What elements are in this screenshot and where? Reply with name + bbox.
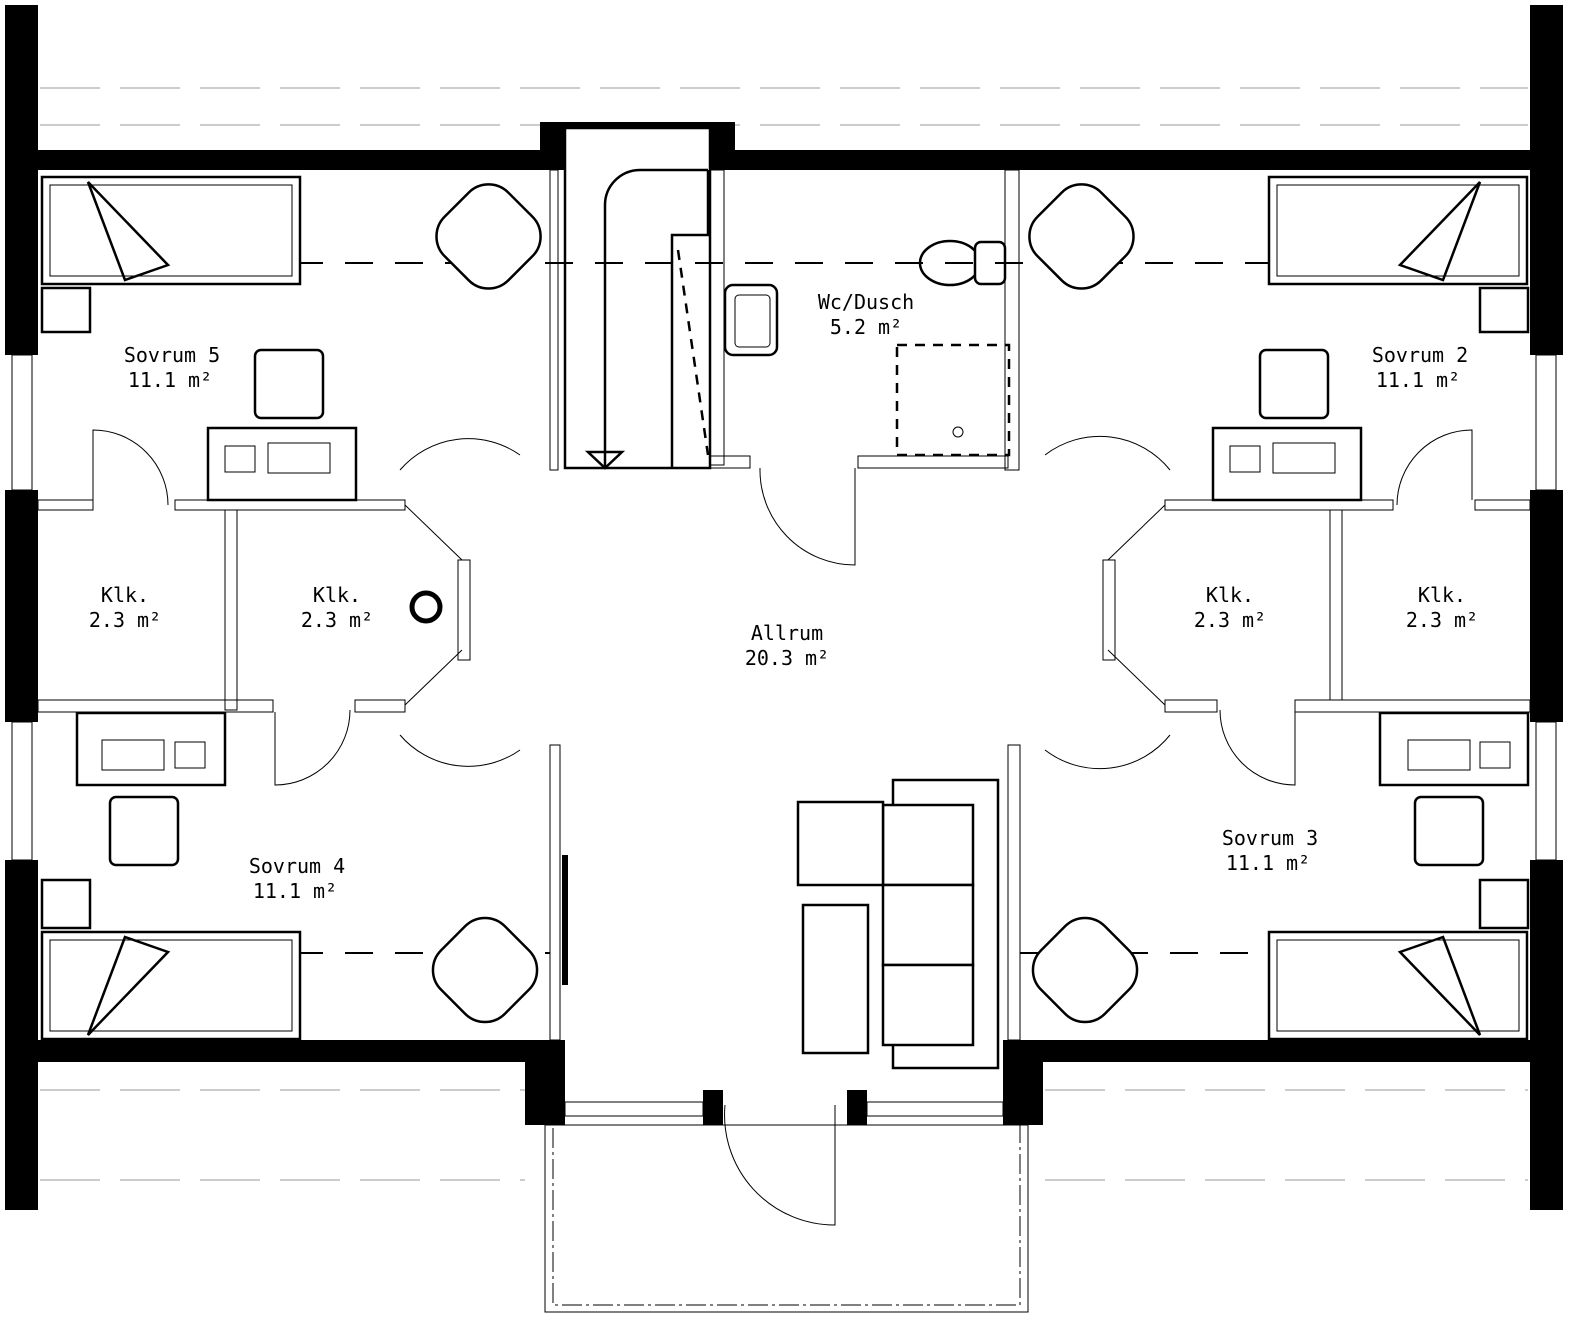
desk-icon — [206, 426, 358, 502]
desk-icon — [75, 711, 227, 787]
bathroom-fixtures — [723, 239, 1011, 457]
interior-walls — [37, 169, 1531, 1041]
room-name: Klk. — [1418, 583, 1466, 607]
room-name: Sovrum 2 — [1372, 343, 1468, 367]
room-area: 20.3 m² — [745, 646, 829, 670]
armchair-icon — [796, 800, 885, 887]
room-name: Sovrum 5 — [124, 343, 220, 367]
exterior-walls — [5, 5, 1563, 1210]
room-area: 2.3 m² — [89, 608, 161, 632]
armchair-icon — [1031, 916, 1139, 1024]
staircase — [563, 126, 712, 470]
desk-icon — [1378, 711, 1530, 787]
chair-icon — [253, 348, 325, 420]
bed-icon — [40, 175, 302, 286]
armchair-icon — [1028, 183, 1135, 290]
shower-icon — [952, 426, 964, 438]
room-name: Sovrum 4 — [249, 854, 345, 878]
bed-icon — [1267, 175, 1529, 286]
coffee-table-icon — [801, 903, 870, 1055]
sofa-group — [796, 778, 1000, 1070]
room-area: 5.2 m² — [830, 315, 902, 339]
room-area: 11.1 m² — [253, 879, 337, 903]
chimney-icon — [409, 590, 443, 624]
armchair-icon — [435, 183, 542, 290]
room-name: Klk. — [1206, 583, 1254, 607]
room-area: 11.1 m² — [128, 368, 212, 392]
room-name: Klk. — [101, 583, 149, 607]
room-name: Wc/Dusch — [818, 290, 914, 314]
room-area: 11.1 m² — [1226, 851, 1310, 875]
room-name: Klk. — [313, 583, 361, 607]
chair-icon — [108, 795, 180, 867]
armchair-icon — [431, 916, 539, 1024]
room-labels: Sovrum 5 11.1 m² Klk. 2.3 m² Klk. 2.3 m²… — [89, 290, 1478, 903]
room-name: Allrum — [751, 621, 823, 645]
doors — [92, 429, 1473, 1226]
balcony — [544, 1124, 1029, 1313]
chair-icon — [1413, 795, 1485, 867]
bed-icon — [1267, 930, 1529, 1041]
chair-icon — [1258, 348, 1330, 420]
beds — [40, 175, 1530, 1041]
desks — [75, 348, 1530, 867]
room-area: 2.3 m² — [301, 608, 373, 632]
bed-icon — [40, 930, 302, 1041]
roof-eave-lines — [40, 87, 1528, 1181]
armchairs — [431, 183, 1139, 1024]
room-area: 11.1 m² — [1376, 368, 1460, 392]
windows — [11, 354, 1557, 1117]
room-area: 2.3 m² — [1194, 608, 1266, 632]
room-name: Sovrum 3 — [1222, 826, 1318, 850]
room-area: 2.3 m² — [1406, 608, 1478, 632]
desk-icon — [1211, 426, 1363, 502]
